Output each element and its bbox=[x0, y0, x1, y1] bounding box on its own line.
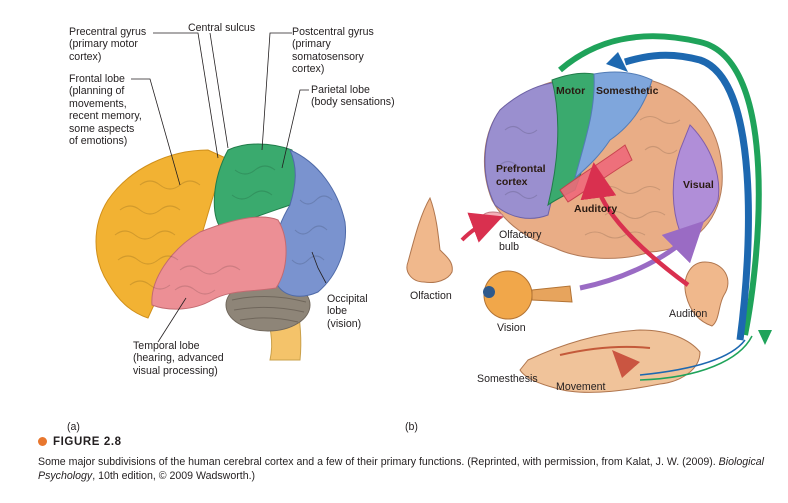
somesthetic-label: Somesthetic bbox=[596, 85, 659, 97]
somesthetic-region bbox=[574, 71, 653, 180]
green-arrowhead bbox=[758, 330, 772, 345]
figure-title: FIGURE 2.8 bbox=[38, 436, 122, 448]
audition-arrow bbox=[580, 162, 690, 287]
olfactory-bulb-label: Olfactory bulb bbox=[499, 229, 542, 254]
parietal-lobe-label: Parietal lobe (body sensations) bbox=[311, 84, 395, 109]
nose-illustration bbox=[406, 196, 453, 283]
central-sulcus-label: Central sulcus bbox=[188, 22, 256, 34]
parietal-lobe bbox=[273, 149, 347, 297]
auditory-label: Auditory bbox=[574, 203, 617, 215]
eye-illustration bbox=[483, 270, 573, 320]
panel-b-label: (b) bbox=[405, 421, 418, 433]
figure-bullet-icon bbox=[38, 437, 47, 446]
temporal-lobe bbox=[151, 216, 287, 310]
prefrontal-label-2: cortex bbox=[496, 176, 528, 188]
olfactory-bulb bbox=[482, 211, 504, 221]
vision-label: Vision bbox=[497, 322, 526, 334]
temporal-lobe-label: Temporal lobe (hearing, advanced visual … bbox=[133, 340, 224, 377]
blue-feedback-arrow bbox=[623, 51, 752, 341]
motor-label: Motor bbox=[556, 85, 585, 97]
prefrontal-label-1: Prefrontal bbox=[496, 163, 546, 175]
occipital-lobe-label: Occipital lobe (vision) bbox=[327, 293, 368, 330]
somesthesis-label: Somesthesis bbox=[477, 373, 538, 385]
panel-a-label: (a) bbox=[67, 421, 80, 433]
olfaction-label: Olfaction bbox=[410, 290, 452, 302]
visual-label: Visual bbox=[683, 179, 714, 191]
olfaction-arrow bbox=[460, 212, 503, 243]
blue-arrowhead bbox=[606, 52, 628, 72]
green-feedback-arrow bbox=[558, 33, 762, 336]
hand-illustration bbox=[519, 329, 701, 393]
precentral-gyrus-label: Precentral gyrus (primary motor cortex) bbox=[69, 26, 147, 63]
vision-arrow bbox=[579, 220, 705, 291]
movement-label: Movement bbox=[556, 381, 606, 393]
frontal-lobe-label: Frontal lobe (planning of movements, rec… bbox=[69, 73, 142, 148]
audition-label: Audition bbox=[669, 308, 708, 320]
frontal-lobe bbox=[95, 149, 231, 319]
figure-caption: Some major subdivisions of the human cer… bbox=[38, 456, 765, 482]
postcentral-gyrus-label: Postcentral gyrus (primary somatosensory… bbox=[292, 26, 374, 76]
brain-a bbox=[95, 143, 347, 361]
prefrontal-region bbox=[484, 81, 562, 219]
leader-lines-a bbox=[131, 32, 327, 343]
